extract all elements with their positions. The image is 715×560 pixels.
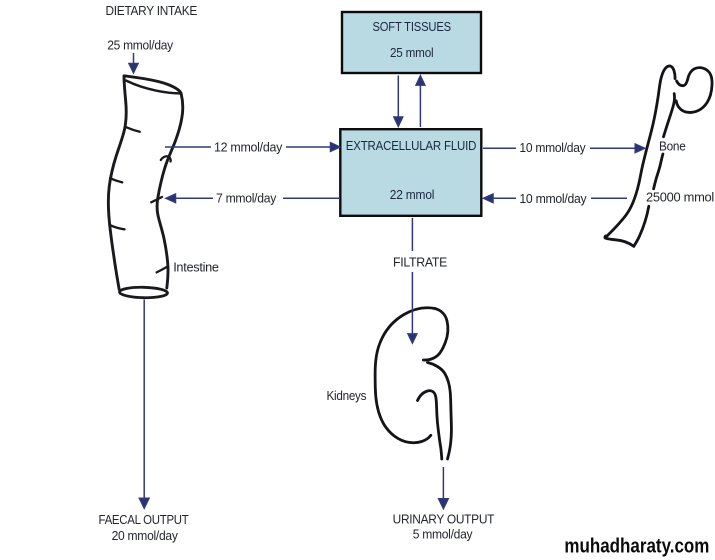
svg-text:SOFT TISSUES: SOFT TISSUES [372,19,451,34]
svg-text:7 mmol/day: 7 mmol/day [216,191,277,206]
svg-text:25000 mmol: 25000 mmol [646,190,714,205]
svg-text:FILTRATE: FILTRATE [393,254,448,269]
svg-text:muhadharaty.com: muhadharaty.com [564,535,709,558]
svg-text:EXTRACELLULAR FLUID: EXTRACELLULAR FLUID [346,138,477,153]
svg-text:25 mmol/day: 25 mmol/day [107,37,173,52]
svg-text:5 mmol/day: 5 mmol/day [413,526,473,541]
svg-text:Kidneys: Kidneys [327,388,367,403]
svg-text:10 mmol/day: 10 mmol/day [519,191,587,206]
svg-text:DIETARY INTAKE: DIETARY INTAKE [106,3,198,18]
svg-text:25 mmol: 25 mmol [390,45,434,60]
svg-text:20 mmol/day: 20 mmol/day [112,528,179,543]
svg-text:Intestine: Intestine [173,260,219,275]
svg-text:22 mmol: 22 mmol [390,187,435,202]
svg-text:12 mmol/day: 12 mmol/day [214,140,283,155]
svg-text:Bone: Bone [659,139,686,154]
svg-text:10 mmol/day: 10 mmol/day [519,140,586,155]
svg-text:FAECAL OUTPUT: FAECAL OUTPUT [99,512,189,527]
svg-text:URINARY OUTPUT: URINARY OUTPUT [393,511,495,526]
